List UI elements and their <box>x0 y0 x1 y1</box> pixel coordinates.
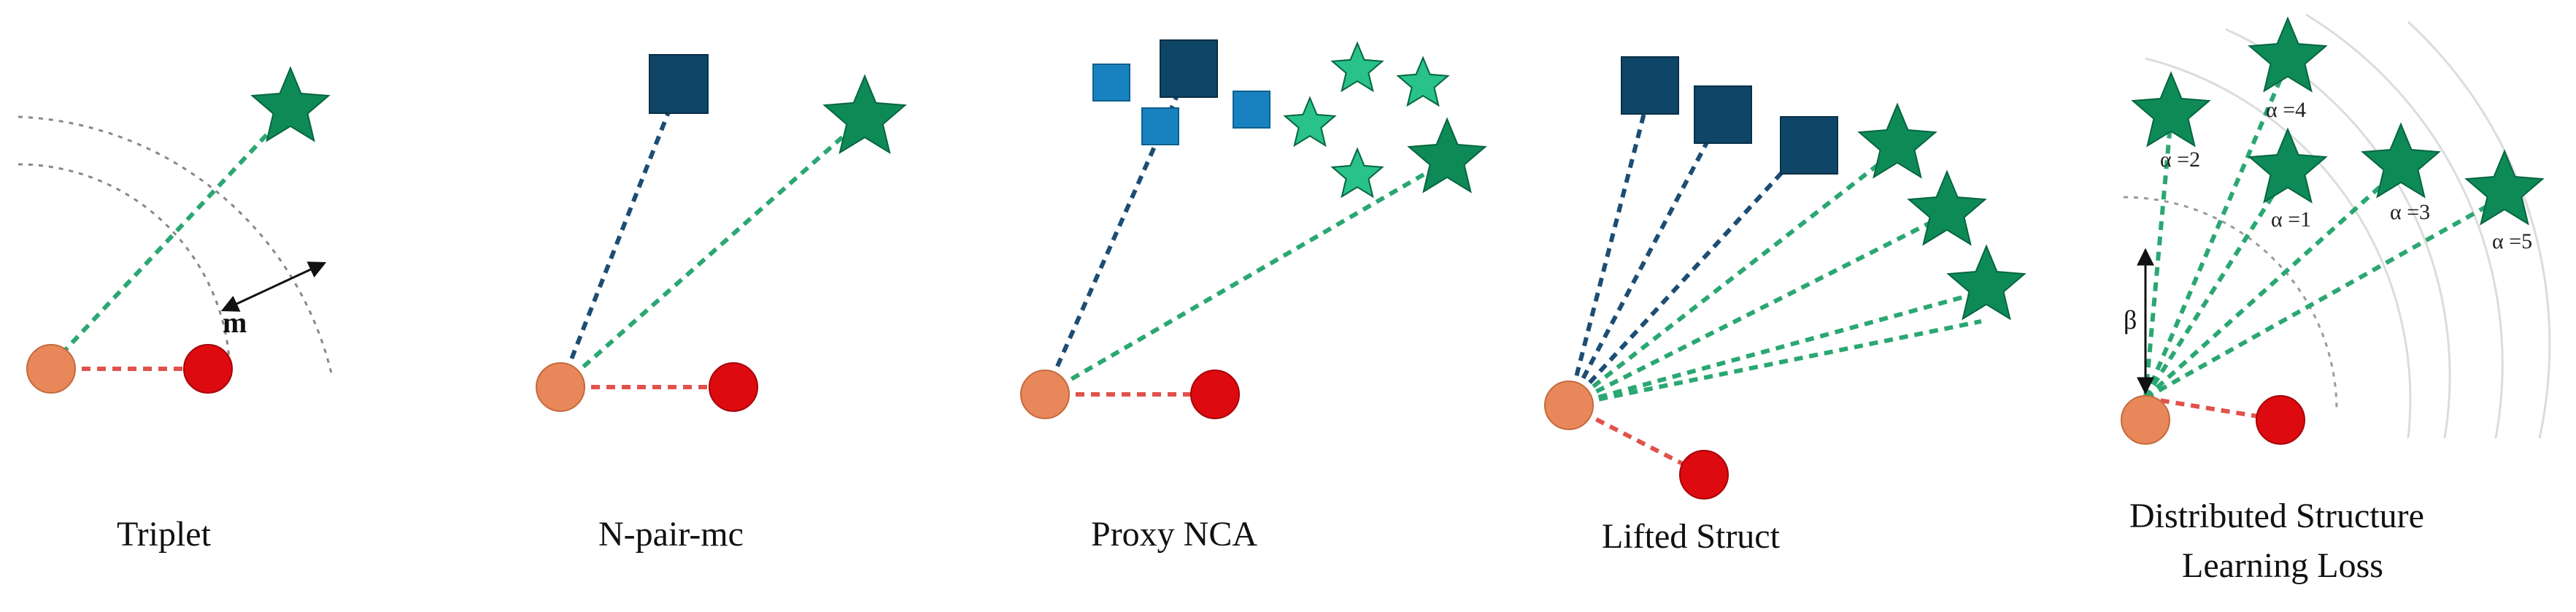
ring-2 <box>2225 28 2451 439</box>
star-positive <box>1857 102 1937 179</box>
positive-link <box>1567 148 1899 408</box>
panel-dsl: β α =2 α =4 α =1 α =3 α =5 Distributed S… <box>2121 13 2551 585</box>
positive-link <box>2144 195 2504 400</box>
panel-npair: N-pair-mc <box>536 54 907 554</box>
caption-lifted: Lifted Struct <box>1602 517 1781 556</box>
star-shape <box>1907 169 1987 246</box>
square-link <box>1567 144 1808 408</box>
positive-link <box>1568 319 1982 408</box>
star-light <box>1283 96 1337 148</box>
proxy-square <box>1621 56 1679 115</box>
positive-link <box>1044 162 1443 397</box>
star-shape <box>250 66 331 142</box>
positive-link <box>559 118 863 389</box>
star-shape <box>1330 147 1384 199</box>
square-link <box>1567 112 1724 407</box>
star-positive <box>2248 16 2328 93</box>
star-shape <box>2464 149 2545 226</box>
star-shape <box>1946 244 2027 321</box>
proxy-square <box>1694 85 1752 144</box>
anchor-point <box>1544 380 1594 430</box>
positive-link <box>2143 170 2290 399</box>
star-positive <box>2131 71 2211 148</box>
alpha-label: α =2 <box>2160 148 2200 172</box>
beta-label: β <box>2124 305 2137 334</box>
positive-link <box>1567 213 1946 408</box>
star-shape <box>822 74 907 155</box>
star-positive <box>1407 117 1487 194</box>
star-shape <box>1330 41 1384 93</box>
alpha-label: α =4 <box>2266 98 2306 122</box>
star-light <box>1330 147 1384 199</box>
proxy-square <box>1780 116 1838 175</box>
positive-link <box>2143 166 2403 400</box>
proxy-square-small <box>1141 107 1179 145</box>
proxy-square <box>1160 39 1218 98</box>
star-shape <box>1857 102 1937 179</box>
caption-dsl-line1: Distributed Structure <box>2129 497 2424 535</box>
star-positive <box>1907 169 1987 246</box>
star-light <box>1396 56 1450 107</box>
anchor-point <box>26 344 76 394</box>
positive-link <box>49 110 290 367</box>
star-positive <box>250 66 331 142</box>
star-positive <box>2361 122 2441 199</box>
anchor-point <box>1020 370 1070 419</box>
star-shape <box>1407 117 1487 194</box>
alpha-label: α =5 <box>2492 229 2532 253</box>
anchor-point <box>536 362 585 412</box>
ring-4 <box>2407 20 2551 439</box>
star-shape <box>2131 71 2211 148</box>
star-shape <box>1283 96 1337 148</box>
negative-point <box>1679 450 1729 500</box>
panel-proxy: Proxy NCA <box>1020 39 1487 554</box>
square-link <box>558 85 681 389</box>
caption-npair: N-pair-mc <box>598 515 744 554</box>
negative-point <box>709 362 758 412</box>
panel-lifted: Lifted Struct <box>1544 56 2027 556</box>
square-link <box>1567 87 1653 406</box>
proxy-square-small <box>1092 64 1130 102</box>
negative-point <box>2256 395 2305 445</box>
caption-dsl-line2: Learning Loss <box>2182 546 2383 585</box>
beta-arc <box>2123 196 2338 411</box>
star-positive <box>822 74 907 155</box>
star-light <box>1330 41 1384 93</box>
proxy-square <box>649 54 709 114</box>
margin-arc-outer <box>18 115 333 377</box>
alpha-label: α =1 <box>2271 207 2311 232</box>
margin-label: m <box>223 306 247 339</box>
star-positive <box>2464 149 2545 226</box>
anchor-point <box>2121 395 2170 445</box>
positive-link <box>1568 290 1982 408</box>
star-shape <box>2361 122 2441 199</box>
negative-point <box>183 344 233 394</box>
proxy-square-small <box>1233 91 1270 129</box>
ring-3 <box>2305 13 2504 439</box>
negative-point <box>1190 370 1240 419</box>
negative-link <box>1567 403 1705 477</box>
star-shape <box>2248 127 2328 204</box>
margin-arc-inner <box>18 163 231 377</box>
star-positive <box>2248 127 2328 204</box>
star-shape <box>1396 56 1450 107</box>
caption-triplet: Triplet <box>117 515 212 554</box>
alpha-label: α =3 <box>2390 200 2430 224</box>
margin-arrow <box>220 261 327 312</box>
caption-proxy: Proxy NCA <box>1091 515 1257 554</box>
panel-triplet: m Triplet <box>18 66 333 554</box>
star-shape <box>2248 16 2328 93</box>
ring-1 <box>2145 57 2412 439</box>
star-positive <box>1946 244 2027 321</box>
